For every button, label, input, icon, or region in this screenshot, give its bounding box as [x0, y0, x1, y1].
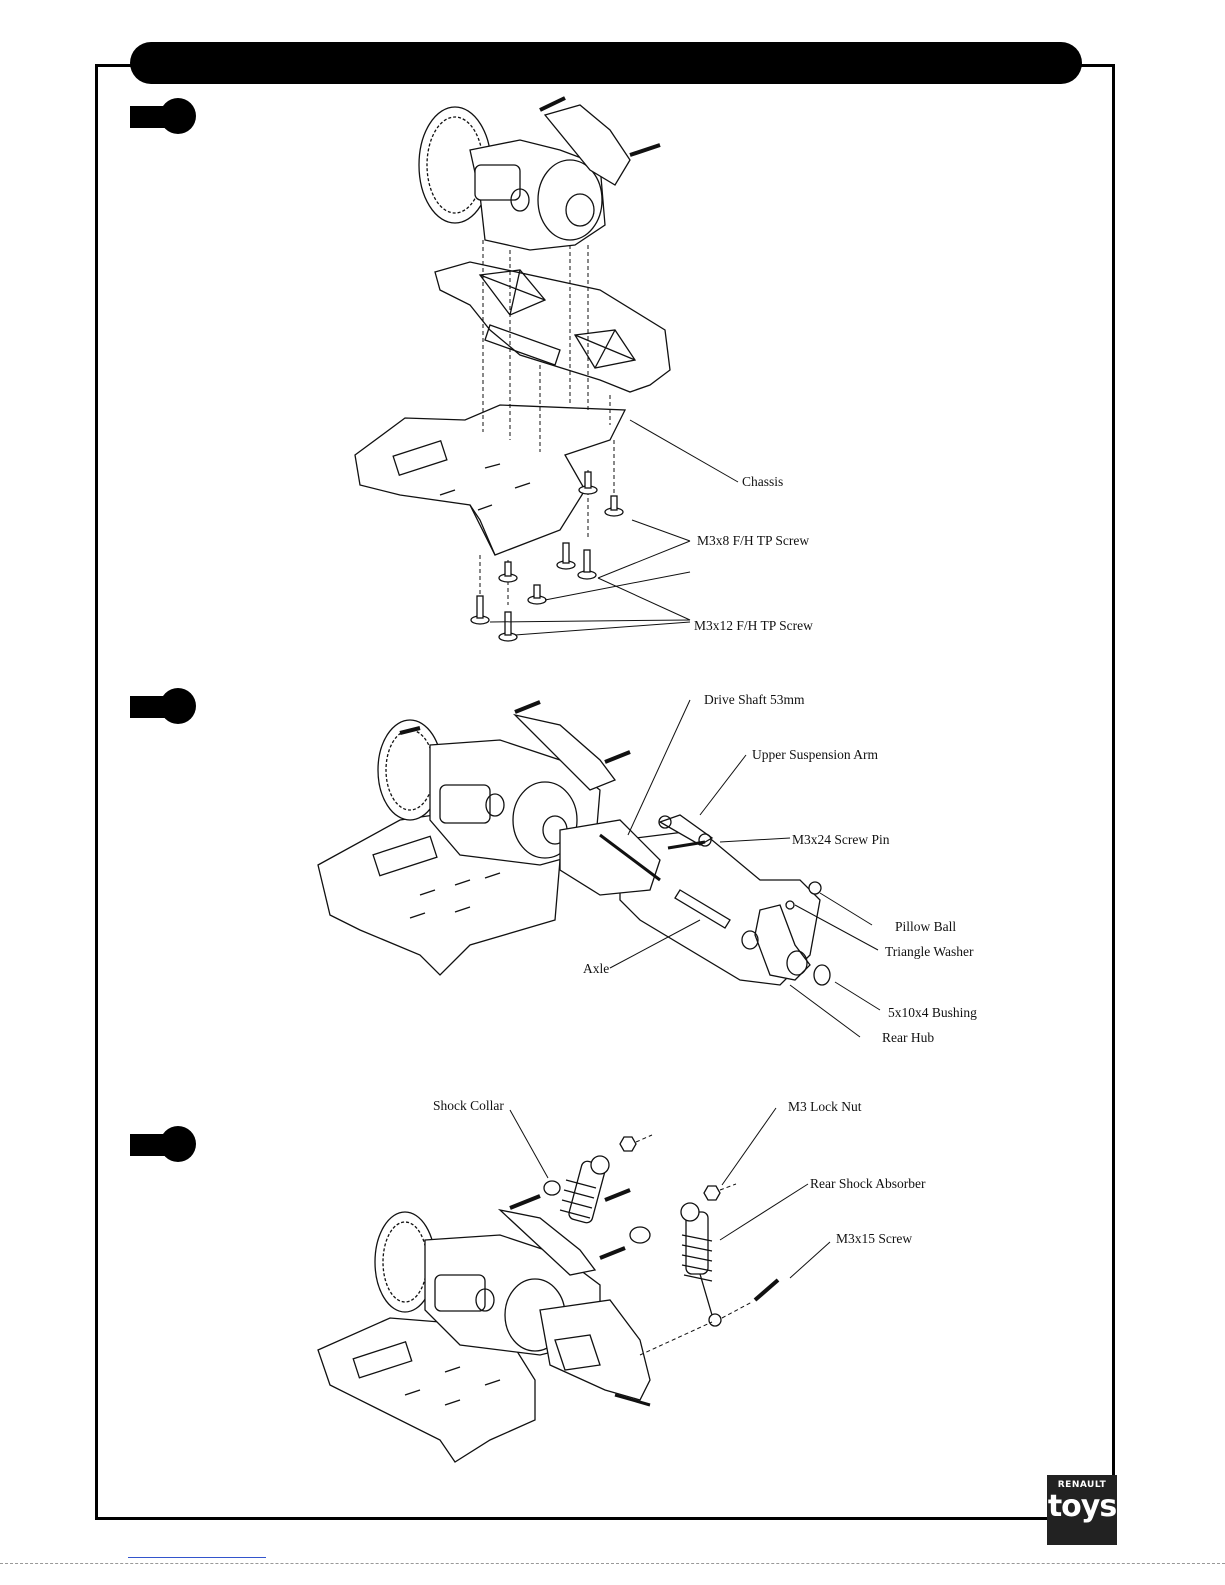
label-shock-collar: Shock Collar: [433, 1098, 504, 1114]
lock-nut: [620, 1137, 636, 1151]
renault-toys-logo: RENAULT toys: [1047, 1475, 1117, 1545]
m3x15-screw: [755, 1280, 778, 1300]
shock-left: [560, 1156, 609, 1224]
shock-right: [681, 1203, 721, 1326]
step-3-diagram: [0, 0, 1225, 1470]
label-m3-lock-nut: M3 Lock Nut: [788, 1099, 862, 1115]
footer-link-underline: [128, 1557, 266, 1558]
footer-divider: [0, 1563, 1225, 1564]
logo-name: toys: [1047, 1490, 1117, 1524]
label-rear-shock-absorber: Rear Shock Absorber: [810, 1176, 925, 1192]
shock-collar: [544, 1181, 560, 1195]
label-m3x15-screw: M3x15 Screw: [836, 1231, 912, 1247]
